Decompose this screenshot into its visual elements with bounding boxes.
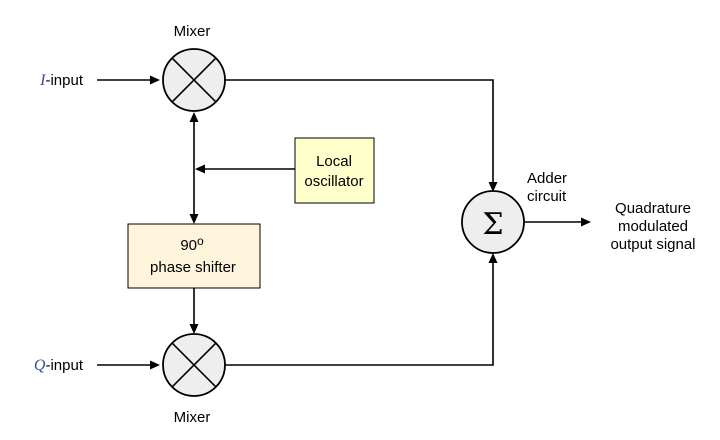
phase-shifter-input-arrow (189, 214, 199, 224)
q-input-suffix: -input (45, 357, 83, 374)
adder-label-line2: circuit (527, 188, 567, 205)
output-label-line2: modulated (618, 218, 688, 235)
mixer-bottom-to-adder-wire (225, 263, 494, 366)
mixer-top-to-adder-wire (225, 79, 494, 182)
local-oscillator-line1: Local (316, 153, 352, 170)
adder-output-arrow (581, 217, 591, 227)
i-input-arrow (150, 75, 160, 85)
local-oscillator-box (294, 137, 375, 204)
mixer-top-carrier-arrow (189, 112, 199, 122)
q-input-symbol: Q (34, 357, 46, 374)
phase-shifter-degree: o (197, 234, 204, 248)
q-input-arrow (150, 360, 160, 370)
adder-sigma: Σ (482, 207, 503, 242)
i-input-symbol: I (39, 72, 46, 89)
phase-shifter-box (127, 223, 261, 289)
phase-shifter-line1: 90o (180, 234, 204, 254)
q-input-label: Q-input (34, 357, 84, 374)
adder-label-line1: Adder (527, 170, 567, 187)
oscillator-output-arrow (195, 164, 205, 174)
adder-bottom-arrow (488, 253, 498, 263)
mixer-bottom-cross-b (171, 342, 217, 388)
output-label-line1: Quadrature (615, 200, 691, 217)
adder-top-arrow (488, 182, 498, 192)
mixer-bottom (162, 333, 226, 397)
mixer-bottom-label: Mixer (174, 409, 211, 426)
mixer-top-cross-b (171, 57, 217, 103)
adder-circle (461, 190, 525, 254)
i-input-suffix: -input (45, 72, 83, 89)
i-input-label: I-input (39, 72, 84, 89)
mixer-top (162, 48, 226, 112)
phase-shifter-line2: phase shifter (150, 259, 236, 276)
phase-shifter-number: 90 (180, 237, 197, 254)
mixer-bottom-carrier-arrow (189, 324, 199, 334)
local-oscillator-line2: oscillator (304, 173, 363, 190)
output-label-line3: output signal (610, 236, 695, 253)
mixer-top-label: Mixer (174, 23, 211, 40)
